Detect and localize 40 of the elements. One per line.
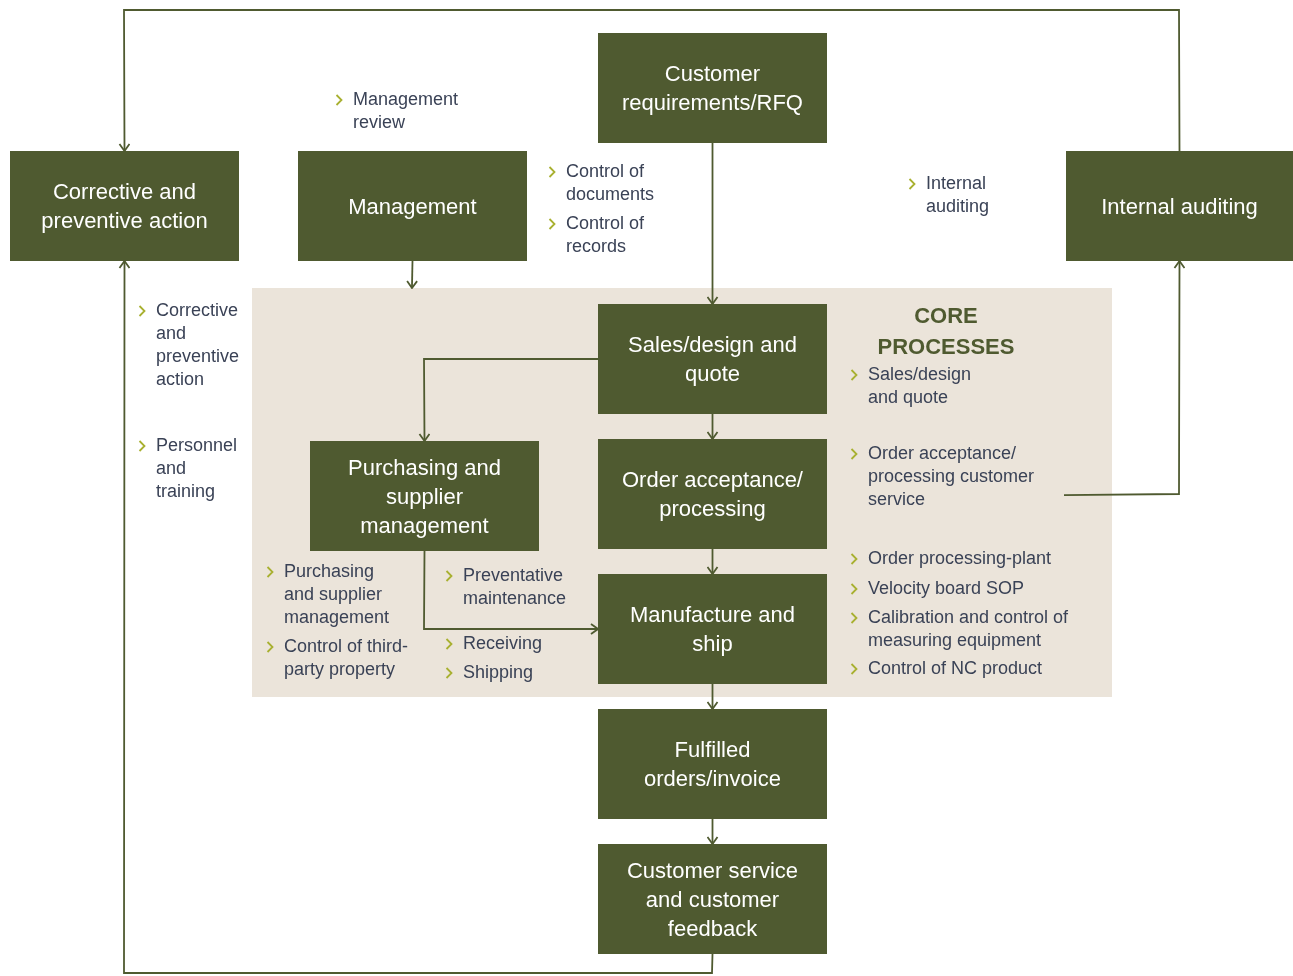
bullet-text: Purchasing and supplier management [284,560,391,629]
arrow [418,358,599,442]
arrow [118,260,714,974]
process-box: Corrective and preventive action [10,151,239,261]
process-box: Sales/design and quote [598,304,827,414]
process-box: Management [298,151,527,261]
arrow [706,548,719,575]
bullet-text: Corrective and preventive action [156,299,241,391]
arrow [406,260,418,289]
bullet-text: Control of documents [566,160,656,206]
bullet-text: Order processing-plant [868,547,1052,570]
arrow [1063,260,1186,497]
arrow [706,413,719,440]
bullet-text: Receiving [463,632,543,655]
process-box: Customer service and customer feedback [598,844,827,954]
process-box: Customer requirements/RFQ [598,33,827,143]
bullet-text: Preventative maintenance [463,564,568,610]
bullet-text: Velocity board SOP [868,577,1025,600]
bullet-text: Control of NC product [868,657,1043,680]
arrow [706,683,719,710]
bullet-text: Sales/design and quote [868,363,973,409]
bullet-text: Internal auditing [926,172,991,218]
bullet-text: Management review [353,88,460,134]
process-box: Fulfilled orders/invoice [598,709,827,819]
process-box: Manufacture and ship [598,574,827,684]
arrow [423,550,599,635]
process-box: Purchasing and supplier management [310,441,539,551]
arrow [118,9,1181,152]
section-heading: CORE PROCESSES [876,302,1016,361]
bullet-text: Control of third-party property [284,635,410,681]
arrow [706,142,719,305]
arrow [706,818,719,845]
process-box: Internal auditing [1066,151,1293,261]
bullet-text: Control of records [566,212,646,258]
core-process-panel [252,288,1112,697]
bullet-text: Personnel and training [156,434,239,503]
bullet-text: Shipping [463,661,534,684]
bullet-text: Calibration and control of measuring equipment [868,606,1070,652]
bullet-text: Order acceptance/ processing customer service [868,442,1064,511]
process-box: Order acceptance/ processing [598,439,827,549]
